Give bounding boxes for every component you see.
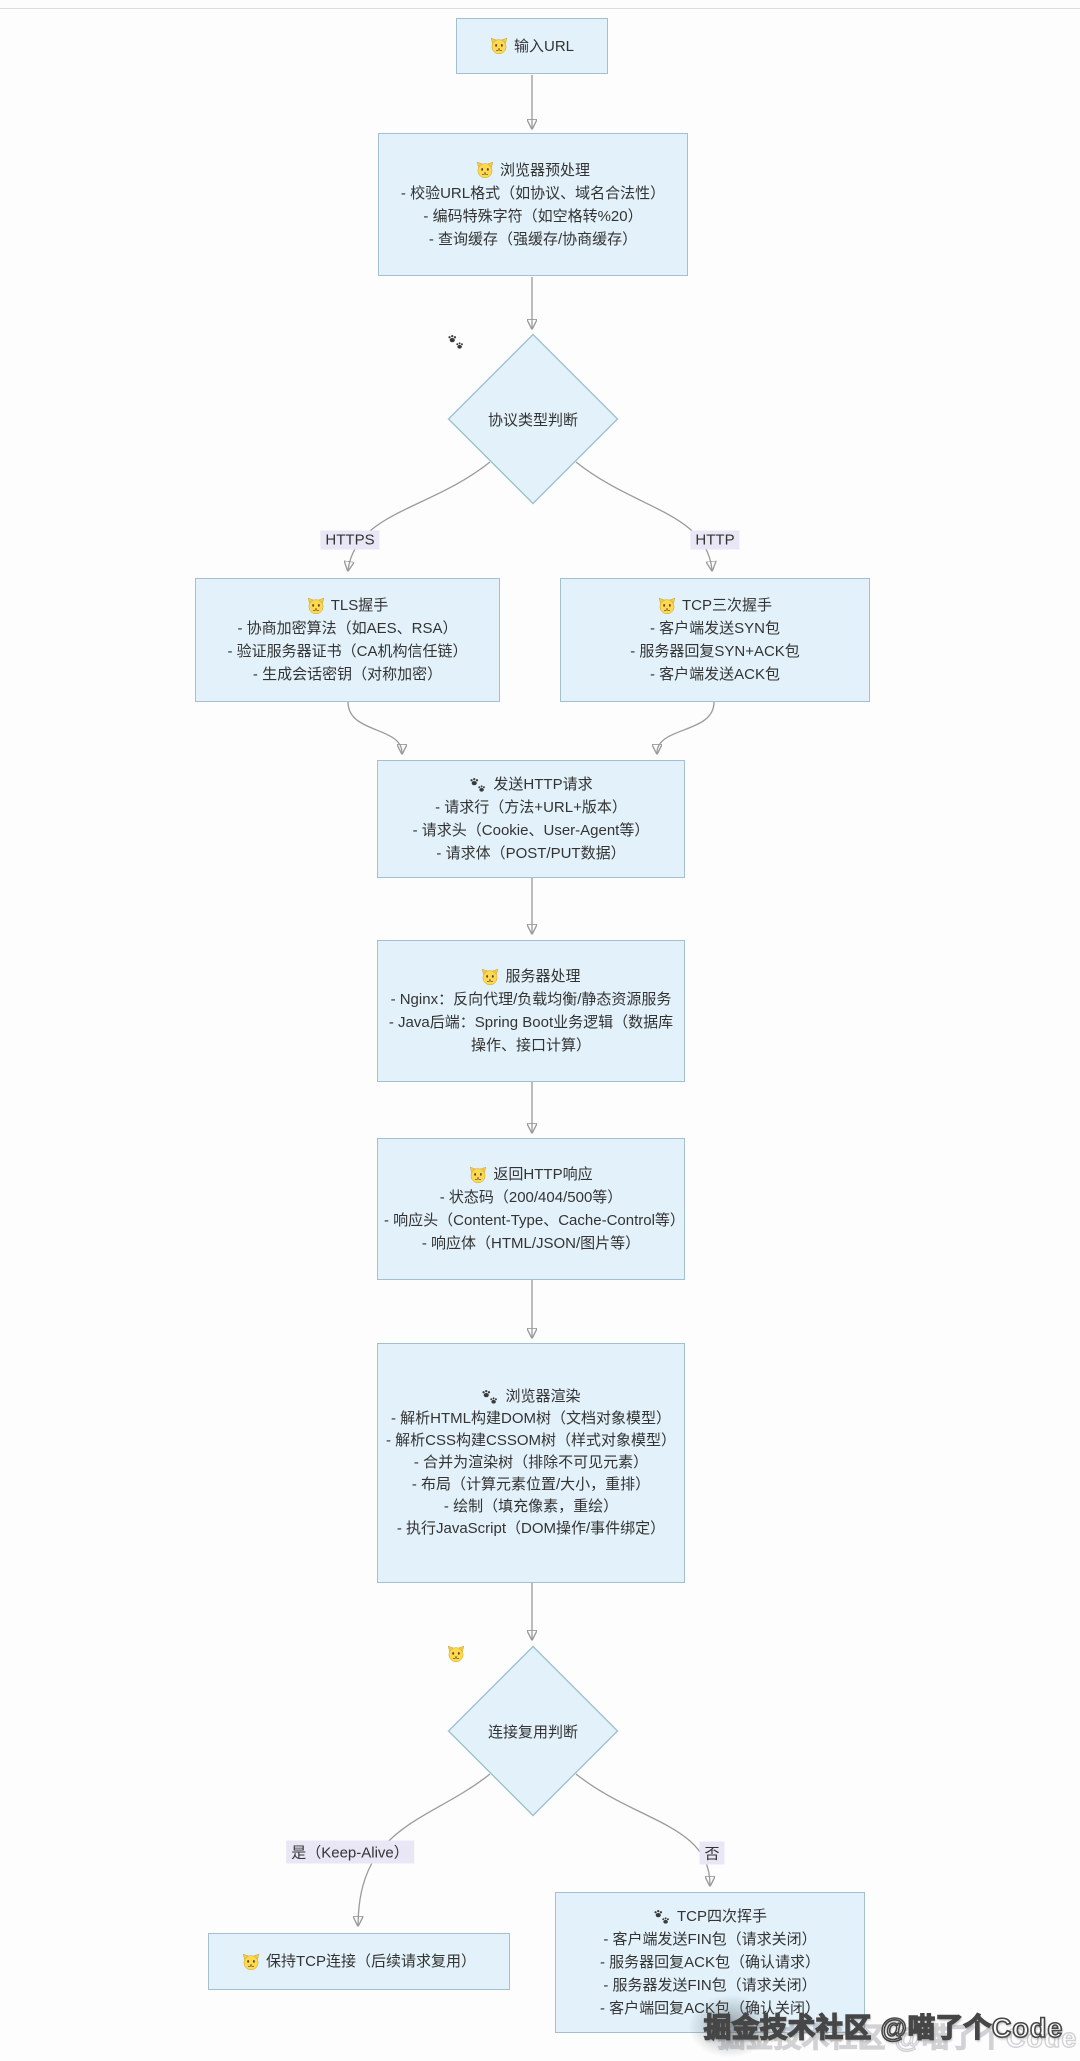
node-title: 输入URL [513,37,574,55]
node-title: 发送HTTP请求 [493,776,593,793]
node-send-http-request: 发送HTTP请求 - 请求行（方法+URL+版本） - 请求头（Cookie、U… [377,760,685,878]
edge-label-http: HTTP [690,530,740,550]
page-top-divider [0,8,1080,9]
node-title: 保持TCP连接（后续请求复用） [265,1953,476,1970]
node-title: 浏览器预处理 [499,161,590,179]
node-title: 服务器处理 [505,968,581,985]
cat-face-icon [470,1166,487,1183]
node-title-row: 服务器处理 [481,965,581,988]
node-line: - 编码特殊字符（如空格转%20） [423,207,643,225]
node-line: - 查询缓存（强缓存/协商缓存） [428,230,638,248]
node-title-row: TCP三次握手 [658,594,772,617]
node-title: 返回HTTP响应 [493,1166,593,1183]
cat-face-icon [476,161,494,179]
cat-face-icon [490,37,508,55]
node-line: - Nginx：反向代理/负载均衡/静态资源服务 [390,991,672,1008]
cat-face-icon [447,1645,465,1663]
watermark-blob [688,1994,772,2058]
cat-face-icon [242,1953,260,1970]
node-title: 浏览器渲染 [505,1388,581,1405]
node-line: - 服务器回复SYN+ACK包 [630,643,800,660]
paw-prints-icon [482,1390,498,1404]
node-browser-preprocess: 浏览器预处理 - 校验URL格式（如协议、域名合法性） - 编码特殊字符（如空格… [378,133,688,276]
diamond-shape [447,1645,619,1817]
node-title: 连接复用判断 [487,1723,578,1741]
node-line: - 布局（计算元素位置/大小，重排） [411,1476,651,1493]
node-title-row: 返回HTTP响应 [469,1163,593,1186]
node-title-row: 连接复用判断 [447,1645,619,1817]
node-line: - 请求体（POST/PUT数据） [436,845,626,862]
edge-tls-to-request [347,701,402,753]
edge-tcp-to-request [657,701,715,753]
node-title: 协议类型判断 [487,411,578,429]
paw-prints-icon [470,777,486,792]
node-title-row: TCP四次挥手 [653,1905,767,1928]
edge-label-keep-alive: 是（Keep-Alive） [286,1840,414,1864]
node-line: - 客户端发送FIN包（请求关闭） [603,1931,817,1948]
node-server-process: 服务器处理 - Nginx：反向代理/负载均衡/静态资源服务 - Java后端：… [377,940,685,1082]
node-line: - 绘制（填充像素，重绘） [443,1498,619,1515]
node-title-row: 保持TCP连接（后续请求复用） [242,1950,476,1973]
node-line: - 服务器发送FIN包（请求关闭） [603,1977,817,1994]
node-line: - 协商加密算法（如AES、RSA） [237,620,458,637]
node-title-row: 浏览器渲染 [481,1386,581,1408]
watermark-ghost-text: 掘金技术社区 @喵了个Code [717,2022,1078,2053]
node-tcp-four-way-close: TCP四次挥手 - 客户端发送FIN包（请求关闭） - 服务器回复ACK包（确认… [555,1892,865,2033]
node-line: - 状态码（200/404/500等） [439,1189,623,1206]
cat-face-icon [658,597,676,614]
node-line: - 校验URL格式（如协议、域名合法性） [400,184,666,202]
node-tcp-handshake: TCP三次握手 - 客户端发送SYN包 - 服务器回复SYN+ACK包 - 客户… [560,578,870,702]
edge-label-https: HTTPS [320,530,380,550]
node-browser-render: 浏览器渲染 - 解析HTML构建DOM树（文档对象模型） - 解析CSS构建CS… [377,1343,685,1583]
watermark-text: 掘金技术社区 @喵了个Code [703,2012,1064,2044]
node-line: - 生成会话密钥（对称加密） [252,666,443,683]
node-input-url: 输入URL [456,18,608,74]
node-line: - Java后端：Spring Boot业务逻辑（数据库操作、接口计算） [388,1014,674,1054]
paw-prints-icon [654,1909,669,1924]
node-tls-handshake: TLS握手 - 协商加密算法（如AES、RSA） - 验证服务器证书（CA机构信… [195,578,500,702]
node-title-row: 输入URL [490,35,574,58]
node-line: - 服务器回复ACK包（确认请求） [599,1954,820,1971]
node-line: - 响应头（Content-Type、Cache-Control等） [384,1212,685,1229]
node-title-row: 协议类型判断 [447,333,619,505]
paw-prints-icon [448,335,463,349]
diamond-shape [447,333,619,505]
cat-face-icon [482,968,499,985]
node-title: TCP四次挥手 [676,1908,767,1925]
node-connection-reuse-decision: 连接复用判断 [447,1645,619,1817]
node-line: - 合并为渲染树（排除不可见元素） [413,1454,649,1471]
node-title: TCP三次握手 [681,597,772,614]
node-line: - 客户端发送ACK包 [649,666,780,683]
node-line: - 响应体（HTML/JSON/图片等） [421,1235,641,1252]
node-line: - 验证服务器证书（CA机构信任链） [227,643,468,660]
node-title-row: 浏览器预处理 [476,159,590,182]
node-title-row: 发送HTTP请求 [469,773,593,796]
node-protocol-decision: 协议类型判断 [447,333,619,505]
node-keep-tcp-connection: 保持TCP连接（后续请求复用） [208,1933,510,1990]
edge-label-no: 否 [699,1841,725,1865]
node-http-response: 返回HTTP响应 - 状态码（200/404/500等） - 响应头（Conte… [377,1138,685,1280]
node-line: - 客户端发送SYN包 [649,620,780,637]
cat-face-icon [307,597,324,614]
node-line: - 解析HTML构建DOM树（文档对象模型） [391,1410,671,1427]
node-line: - 执行JavaScript（DOM操作/事件绑定） [396,1520,666,1537]
node-line: - 解析CSS构建CSSOM树（样式对象模型） [385,1432,676,1449]
node-line: - 请求头（Cookie、User-Agent等） [412,822,650,839]
node-title-row: TLS握手 [307,594,389,617]
node-line: - 请求行（方法+URL+版本） [435,799,627,816]
node-title: TLS握手 [330,597,389,614]
